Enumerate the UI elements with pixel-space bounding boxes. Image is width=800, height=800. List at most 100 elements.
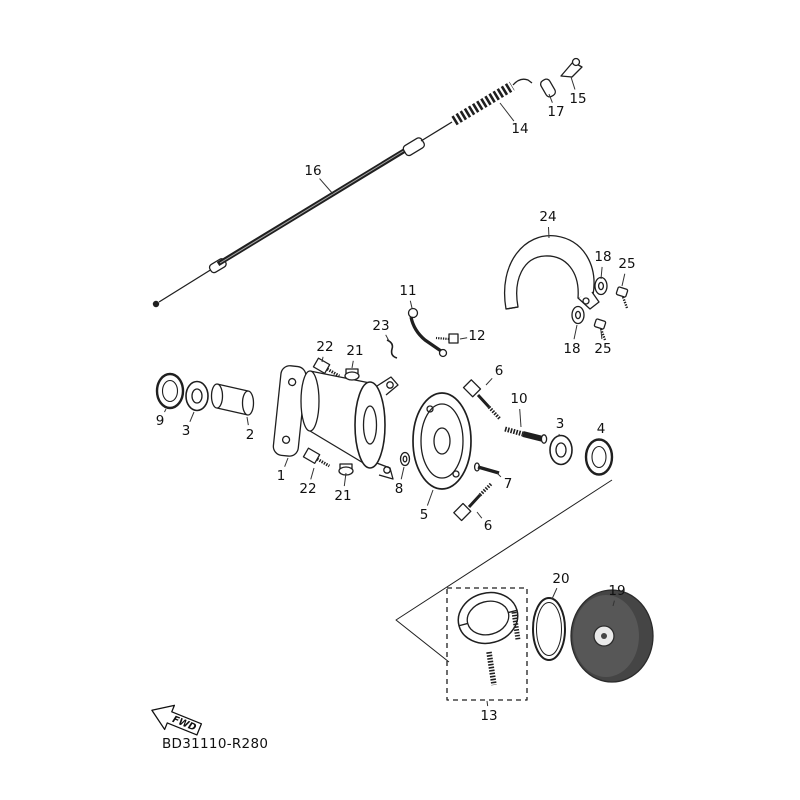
leader-line-19-29 (612, 600, 615, 607)
part-bolt-6-lower (453, 482, 493, 522)
part-bolt-25-upper (615, 286, 629, 309)
part-bearing-3-right (549, 434, 573, 466)
part-label-20-28: 20 (552, 571, 569, 587)
callout-lines (395, 479, 613, 663)
part-label-3-24: 3 (556, 416, 565, 432)
part-seal-4 (584, 438, 614, 476)
part-label-1-17: 1 (277, 468, 286, 484)
part-label-19-29: 19 (608, 583, 625, 599)
leader-line-11-7 (409, 300, 413, 309)
part-label-8-20: 8 (395, 481, 404, 497)
part-label-15-2: 15 (569, 91, 586, 107)
leader-line-6-22 (485, 377, 493, 386)
part-label-24-4: 24 (539, 209, 556, 225)
part-label-16-3: 16 (304, 163, 321, 179)
leader-line-8-20 (400, 466, 405, 480)
leader-line-18-12 (573, 324, 578, 340)
leader-line-17-1 (548, 93, 553, 103)
part-bolt-6-upper (462, 379, 502, 421)
diagram-code: BD31110-R280 (162, 736, 268, 752)
part-oring-20 (532, 597, 566, 661)
part-bolt-12 (435, 333, 459, 344)
part-bolt-22-upper (312, 357, 341, 378)
part-pin-17 (539, 78, 557, 98)
part-cable-16 (152, 121, 453, 308)
part-shoe-spring-large (486, 651, 497, 686)
part-label-22-18: 22 (299, 481, 316, 497)
part-label-18-5: 18 (594, 249, 611, 265)
part-label-25-6: 25 (618, 256, 635, 272)
part-label-17-1: 17 (547, 104, 564, 120)
part-clip-23 (386, 339, 398, 359)
leader-line-1-17 (284, 457, 289, 467)
leader-line-3-15 (189, 411, 195, 422)
part-label-4-25: 4 (597, 421, 606, 437)
part-guard-24 (504, 235, 600, 310)
part-label-10-23: 10 (510, 391, 527, 407)
part-label-9-14: 9 (156, 413, 165, 429)
part-label-2-16: 2 (246, 427, 255, 443)
leader-line-24-4 (547, 226, 550, 239)
part-label-13-30: 13 (480, 708, 497, 724)
part-label-5-21: 5 (420, 507, 429, 523)
leader-line-18-5 (600, 266, 603, 280)
leader-line-21-19 (343, 472, 347, 487)
leader-line-23-8 (385, 334, 390, 342)
part-washer-8 (399, 451, 411, 467)
part-bolt-22-lower (302, 447, 331, 468)
part-spacer-2 (210, 383, 255, 416)
leader-line-9-14 (164, 408, 167, 413)
part-label-11-7: 11 (399, 283, 416, 299)
part-clip-15 (560, 57, 583, 78)
part-stud-10 (504, 426, 548, 444)
shoe-kit-box-13 (446, 587, 528, 701)
part-label-3-15: 3 (182, 423, 191, 439)
part-lever-11 (407, 307, 448, 358)
fwd-arrow: FWD (151, 704, 203, 736)
leader-line-20-28 (551, 587, 558, 600)
part-label-12-9: 12 (468, 328, 485, 344)
part-washer-18-lower (571, 305, 585, 325)
leader-line-10-23 (519, 408, 522, 428)
part-washer-18-upper (594, 276, 608, 296)
part-pin-7 (473, 462, 500, 475)
leader-line-22-18 (310, 467, 315, 480)
leader-line-25-6 (621, 273, 626, 287)
leader-line-6-27 (476, 511, 483, 519)
leader-line-14-0 (499, 102, 515, 122)
axle-housing (300, 370, 399, 480)
leader-line-22-10 (321, 356, 324, 363)
leader-line-12-9 (459, 337, 468, 340)
part-label-14-0: 14 (511, 121, 528, 137)
leader-line-13-30 (486, 700, 489, 707)
part-brake-shoes (457, 591, 519, 645)
leader-line-2-16 (246, 416, 249, 426)
fwd-arrow-label: FWD (171, 714, 198, 734)
part-label-18-12: 18 (563, 341, 580, 357)
part-shoe-spring-small (511, 611, 521, 641)
part-label-6-27: 6 (484, 518, 493, 534)
leader-line-5-21 (426, 489, 434, 506)
part-label-21-19: 21 (334, 488, 351, 504)
leader-line-7-26 (496, 472, 502, 478)
leader-line-16-3 (319, 178, 334, 195)
part-drum-19 (570, 589, 654, 683)
part-label-22-10: 22 (316, 339, 333, 355)
leader-line-21-11 (351, 360, 354, 369)
part-label-21-11: 21 (346, 343, 363, 359)
part-nut-21-lower (338, 463, 354, 476)
part-label-7-26: 7 (504, 476, 513, 492)
part-label-23-8: 23 (372, 318, 389, 334)
part-bolt-25-lower (593, 318, 607, 341)
leader-line-25-13 (600, 330, 603, 340)
part-seal-9 (155, 372, 185, 410)
leader-line-15-2 (570, 76, 576, 90)
part-backing-plate-5 (412, 392, 472, 490)
part-bearing-3-left (185, 380, 209, 412)
part-nut-21-upper (344, 368, 360, 381)
part-spring-14 (451, 78, 533, 126)
part-label-25-13: 25 (594, 341, 611, 357)
